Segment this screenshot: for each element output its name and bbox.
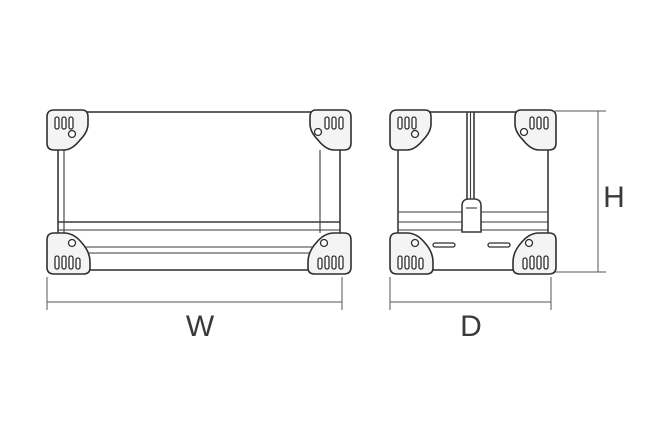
side-corner-bottom-left	[389, 232, 434, 275]
corner-bottom-right	[307, 232, 352, 275]
front-view	[46, 109, 352, 275]
side-lower-slot-right	[487, 242, 511, 248]
latch-strap	[461, 112, 482, 233]
width-label: W	[186, 310, 215, 343]
side-view	[389, 109, 557, 275]
latch-body	[461, 198, 482, 233]
depth-label: D	[460, 310, 482, 343]
corner-bottom-left	[46, 232, 91, 275]
side-corner-top-right	[514, 109, 557, 151]
front-body-outline	[57, 111, 341, 271]
side-lower-slot-left	[432, 242, 456, 248]
corner-top-left	[46, 109, 89, 151]
corner-top-right	[309, 109, 352, 151]
height-dimension: H	[555, 110, 625, 273]
width-dimension: W	[46, 277, 343, 343]
side-corner-bottom-right	[512, 232, 557, 275]
height-label: H	[603, 181, 625, 214]
depth-dimension: D	[389, 277, 552, 343]
side-corner-top-left	[389, 109, 432, 151]
